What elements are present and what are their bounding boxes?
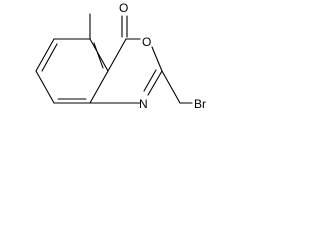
bond-lines bbox=[35, 13, 193, 104]
bond-c2-ch2 bbox=[161, 70, 181, 104]
structure-canvas: O O N Br bbox=[0, 0, 224, 136]
bond-ring-f bbox=[35, 70, 55, 104]
chemical-structure-drawing: O O N Br bbox=[35, 1, 206, 111]
bond-ring-d bbox=[89, 70, 109, 104]
bond-ring-inner-1 bbox=[41, 43, 58, 72]
atom-bromine: Br bbox=[194, 97, 206, 111]
atom-nitrogen: N bbox=[139, 97, 148, 111]
bond-c2-n1 bbox=[147, 70, 163, 96]
bond-ring-inner-2 bbox=[93, 42, 104, 69]
bond-c4a-c4 bbox=[107, 38, 127, 72]
atom-oxygen-ring: O bbox=[142, 35, 151, 49]
bond-o3-c2 bbox=[151, 46, 163, 72]
bond-c2-n1-double bbox=[143, 69, 157, 92]
bond-ring-c bbox=[89, 38, 109, 72]
atom-oxygen-carbonyl: O bbox=[119, 1, 128, 15]
bond-ring-a bbox=[35, 38, 55, 72]
